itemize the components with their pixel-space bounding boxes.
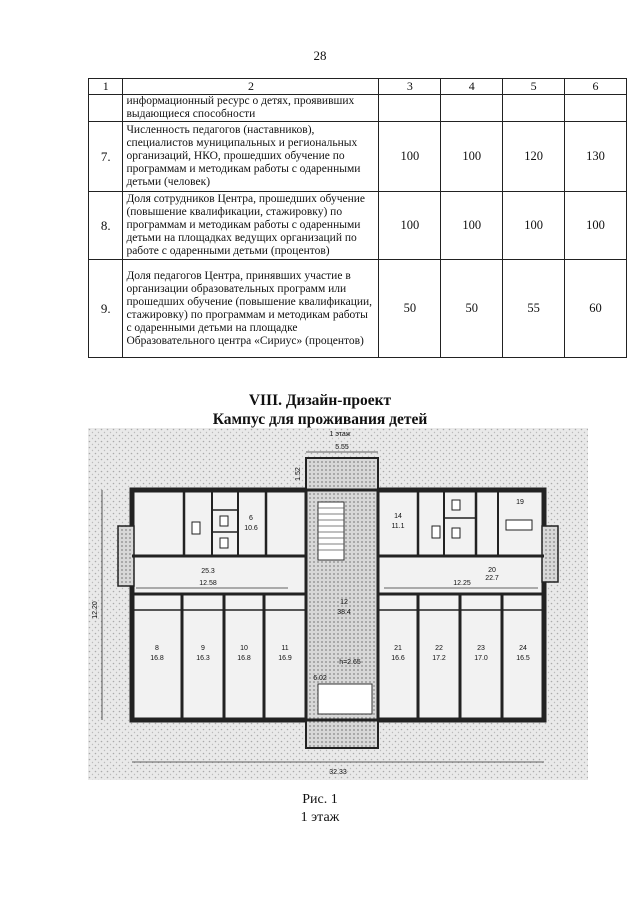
table-cell-value: 100 bbox=[440, 121, 504, 192]
table-cell-value: 50 bbox=[440, 259, 504, 358]
room-area-20: 22.7 bbox=[485, 575, 499, 582]
table-row: 8. Доля сотрудников Центра, прошедших об… bbox=[87, 191, 627, 260]
table-header-cell: 4 bbox=[440, 78, 504, 95]
room-number-8: 8 bbox=[155, 645, 159, 652]
table-header-cell: 2 bbox=[122, 78, 380, 95]
table-cell-value: 100 bbox=[378, 121, 442, 192]
hall-area: 25.3 bbox=[201, 568, 215, 575]
dim-left: 12.20 bbox=[92, 601, 99, 619]
room-area-12: 38.4 bbox=[337, 609, 351, 616]
table-header-cell: 6 bbox=[564, 78, 627, 95]
dim-hall-left: 12.58 bbox=[199, 580, 217, 587]
floor-plan-drawing: 1 этаж 5.55 32.33 12.20 1.52 12.58 12.25… bbox=[88, 428, 588, 780]
room-area-22: 17.2 bbox=[432, 655, 446, 662]
room-area-21: 16.6 bbox=[391, 655, 405, 662]
table-cell-continuation: информационный ресурс о детях, проявивши… bbox=[122, 94, 380, 122]
lower-stair bbox=[317, 683, 373, 715]
table-header-cell: 3 bbox=[378, 78, 442, 95]
room-area-11: 16.9 bbox=[278, 655, 292, 662]
staircase bbox=[317, 501, 345, 561]
room-number-10: 10 bbox=[240, 645, 248, 652]
table-cell-value: 100 bbox=[564, 191, 627, 260]
table-header-row: 1 2 3 4 5 6 bbox=[87, 78, 627, 95]
porch-right bbox=[541, 525, 559, 583]
table-cell-value: 130 bbox=[564, 121, 627, 192]
dim-lobby: 1.52 bbox=[295, 467, 302, 481]
room-number-9: 9 bbox=[201, 645, 205, 652]
table-cell-value: 100 bbox=[502, 191, 566, 260]
room-number-19: 19 bbox=[516, 499, 524, 506]
floor-plan: 1 этаж 5.55 32.33 12.20 1.52 12.58 12.25… bbox=[88, 428, 588, 780]
table-cell-num: 7. bbox=[87, 121, 124, 192]
vestibule-top bbox=[305, 457, 379, 493]
room-number-21: 21 bbox=[394, 645, 402, 652]
table-row: информационный ресурс о детях, проявивши… bbox=[87, 94, 627, 122]
table-cell-value: 55 bbox=[502, 259, 566, 358]
table-cell-value: 120 bbox=[502, 121, 566, 192]
table-header-cell: 5 bbox=[502, 78, 566, 95]
section-subtitle: Кампус для проживания детей bbox=[212, 411, 428, 428]
table-cell-value: 100 bbox=[378, 191, 442, 260]
dim-stair: 6.02 bbox=[313, 675, 327, 682]
table-cell-num: 8. bbox=[87, 191, 124, 260]
table-cell-text: Численность педагогов (наставников), спе… bbox=[122, 121, 380, 192]
dim-top: 5.55 bbox=[335, 444, 349, 451]
room-number-11: 11 bbox=[281, 645, 288, 652]
room-area-8: 16.8 bbox=[150, 655, 164, 662]
table-cell-text: Доля педагогов Центра, принявших участие… bbox=[122, 259, 380, 358]
vestibule-bottom bbox=[305, 717, 379, 749]
table-cell-num: 9. bbox=[87, 259, 124, 358]
room-number-20: 20 bbox=[488, 567, 496, 574]
figure-caption-floor: 1 этаж bbox=[300, 810, 340, 825]
table-cell-empty bbox=[440, 94, 504, 122]
room-number-12: 12 bbox=[340, 599, 348, 606]
figure-caption: Рис. 1 bbox=[302, 792, 338, 807]
table-cell-empty bbox=[564, 94, 627, 122]
table-cell-empty bbox=[502, 94, 566, 122]
dim-height: h=2.65 bbox=[339, 659, 361, 666]
room-number-24: 24 bbox=[519, 645, 527, 652]
dim-hall-right: 12.25 bbox=[453, 580, 471, 587]
room-number-22: 22 bbox=[435, 645, 443, 652]
room-area-6: 10.6 bbox=[244, 525, 258, 532]
room-area-14: 11.1 bbox=[391, 523, 404, 530]
room-area-9: 16.3 bbox=[196, 655, 210, 662]
table-row: 9. Доля педагогов Центра, принявших учас… bbox=[87, 259, 627, 358]
room-area-24: 16.5 bbox=[516, 655, 530, 662]
dim-bottom: 32.33 bbox=[329, 769, 347, 776]
section-title: VIII. Дизайн-проект bbox=[248, 392, 392, 409]
table-cell-num bbox=[87, 94, 124, 122]
room-area-10: 16.8 bbox=[237, 655, 251, 662]
table-cell-empty bbox=[378, 94, 442, 122]
floor-label: 1 этаж bbox=[330, 431, 351, 438]
room-number-14: 14 bbox=[394, 513, 402, 520]
table-cell-text: Доля сотрудников Центра, прошедших обуче… bbox=[122, 191, 380, 260]
room-number-6: 6 bbox=[249, 515, 253, 522]
table-cell-value: 60 bbox=[564, 259, 627, 358]
room-area-23: 17.0 bbox=[474, 655, 488, 662]
room-number-23: 23 bbox=[477, 645, 485, 652]
table-cell-value: 100 bbox=[440, 191, 504, 260]
porch-left bbox=[117, 525, 135, 587]
indicators-table: 1 2 3 4 5 6 информационный ресурс о детя… bbox=[87, 78, 627, 358]
table-cell-value: 50 bbox=[378, 259, 442, 358]
table-header-cell: 1 bbox=[87, 78, 124, 95]
table-row: 7. Численность педагогов (наставников), … bbox=[87, 121, 627, 192]
page-number: 28 bbox=[313, 48, 327, 63]
